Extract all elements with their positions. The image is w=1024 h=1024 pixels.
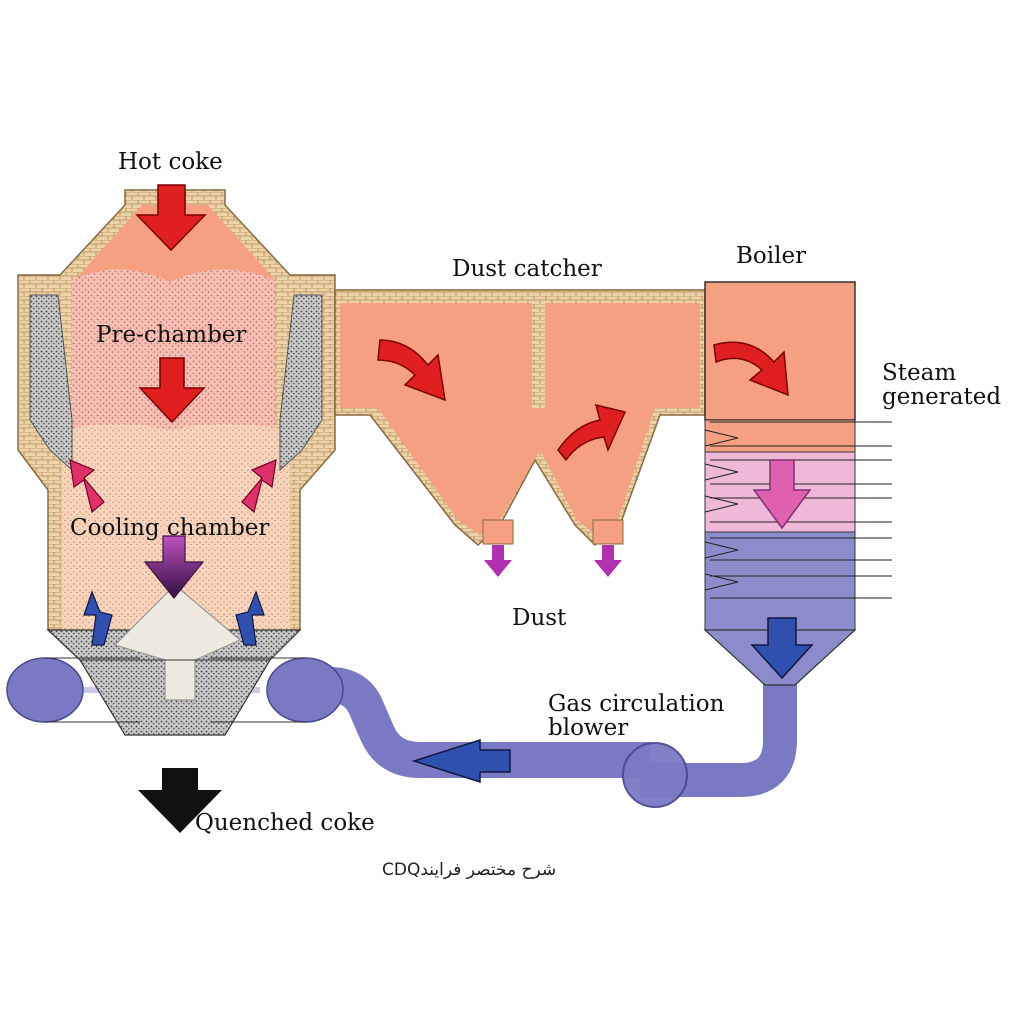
dust-catcher [334, 289, 706, 547]
red-flow-arrow [713, 341, 789, 397]
pink-flow-arrow [752, 459, 812, 530]
steam-label-line1: Steam [882, 360, 957, 386]
pink-flow-arrow [241, 459, 277, 514]
black-output-arrow [138, 768, 222, 833]
steam-label-line2: generated [882, 384, 1002, 411]
blue-flow-arrow [750, 617, 814, 680]
steam-label: Steam generated [882, 361, 1001, 409]
red-flow-arrow [138, 357, 206, 424]
blower-label-line1: Gas circulation [548, 691, 725, 717]
figure-caption: شرح مختصر فرایندCDQ [382, 860, 557, 880]
cdq-chamber [17, 189, 336, 736]
blue-flow-arrow [411, 738, 511, 784]
pre-chamber-zone [72, 269, 275, 430]
left-gas-inlet [6, 657, 84, 723]
quenched-coke-label: Quenched coke [195, 810, 375, 836]
gas-circulation-blower [622, 742, 688, 808]
dust-catcher-label: Dust catcher [452, 256, 602, 282]
pre-chamber-label: Pre-chamber [96, 322, 247, 348]
red-flow-arrow [377, 339, 446, 402]
blower-label-line2: blower [548, 715, 629, 742]
blower-label: Gas circulation blower [548, 692, 724, 740]
purple-flow-arrow [484, 545, 512, 577]
boiler-label: Boiler [736, 243, 807, 269]
purple-flow-arrow [143, 535, 205, 599]
pink-flow-arrow [69, 459, 105, 514]
dust-label: Dust [512, 605, 567, 631]
cooling-chamber-label: Cooling chamber [70, 515, 270, 541]
blue-flow-arrow [235, 590, 265, 646]
red-flow-arrow [135, 184, 207, 252]
blue-flow-arrow [83, 590, 113, 646]
red-flow-arrow [557, 403, 627, 462]
purple-flow-arrow [594, 545, 622, 577]
hot-coke-label: Hot coke [118, 149, 223, 175]
right-gas-inlet [266, 657, 344, 723]
cooling-chamber-zone [62, 424, 290, 630]
